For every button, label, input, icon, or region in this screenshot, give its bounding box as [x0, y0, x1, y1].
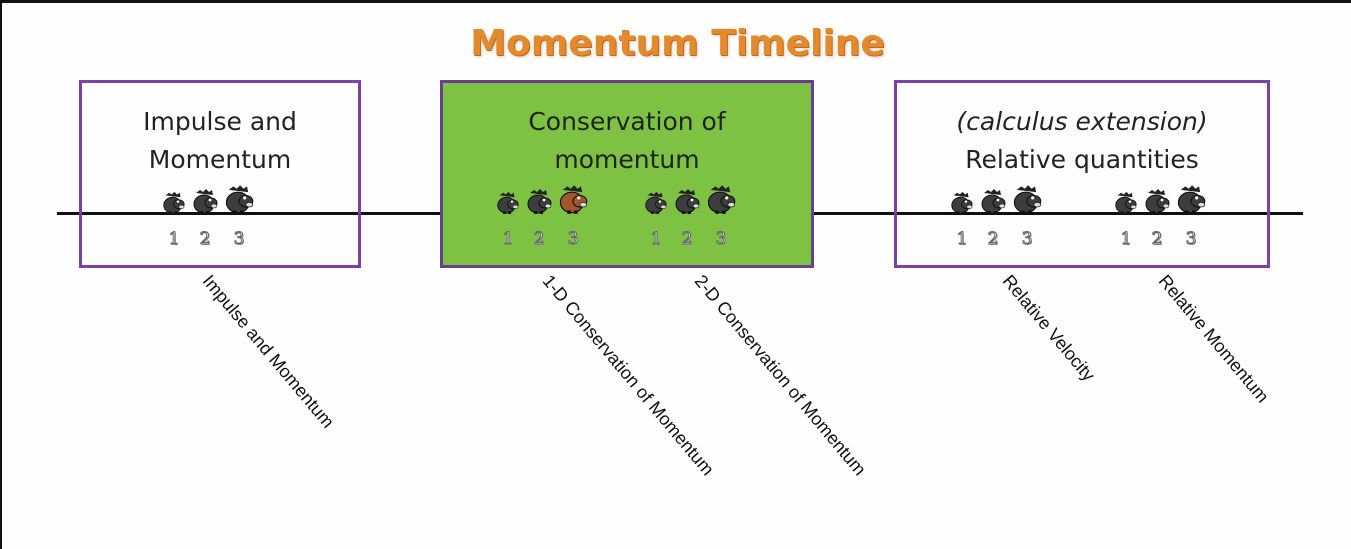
level-number: 2: [987, 229, 999, 250]
level-number: 3: [715, 229, 727, 250]
beaver-icon: [1176, 183, 1206, 220]
beaver-icon: [224, 183, 254, 220]
level-number: 1: [956, 229, 968, 250]
level-number: 1: [650, 229, 662, 250]
level-number: 3: [1185, 229, 1197, 250]
topic-label-text: Relative Velocity: [998, 271, 1099, 386]
beaver-icon: [644, 190, 667, 220]
beaver-icon: [706, 183, 736, 220]
topic-label-text: 1-D Conservation of Momentum: [538, 271, 718, 480]
section-title-line: Conservation of: [528, 107, 726, 136]
beaver-icon: [1114, 190, 1137, 220]
section-title: Impulse and Momentum: [82, 103, 358, 179]
level-number: 2: [533, 229, 545, 250]
level-number: 3: [233, 229, 245, 250]
level-number: 2: [1151, 229, 1163, 250]
beaver-icon: [526, 187, 552, 220]
beaver-icon: [1144, 187, 1170, 220]
section-box-impulse: Impulse and Momentum: [79, 80, 361, 268]
beaver-icon: [496, 190, 519, 220]
level-number: 1: [168, 229, 180, 250]
level-number: 3: [1021, 229, 1033, 250]
topic-label-text: Relative Momentum: [1154, 271, 1273, 407]
slide-title: Momentum Timeline: [470, 23, 885, 64]
level-number: 2: [199, 229, 211, 250]
section-title: Conservation of momentum: [443, 103, 811, 179]
topic-label-text: 2-D Conservation of Momentum: [690, 271, 870, 480]
beaver-icon: [558, 183, 588, 220]
level-number: 2: [681, 229, 693, 250]
level-number: 1: [1120, 229, 1132, 250]
beaver-icon: [1012, 183, 1042, 220]
level-number: 1: [502, 229, 514, 250]
section-box-conservation: Conservation of momentum: [440, 80, 814, 268]
beaver-icon: [980, 187, 1006, 220]
section-title-line: Momentum: [148, 145, 292, 174]
level-number: 3: [567, 229, 579, 250]
section-title-line: Relative quantities: [965, 145, 1199, 174]
section-title-line: Impulse and: [143, 107, 297, 136]
beaver-icon: [950, 190, 973, 220]
beaver-icon: [192, 187, 218, 220]
section-title: (calculus extension) Relative quantities: [897, 103, 1267, 179]
section-title-line: (calculus extension): [956, 107, 1208, 136]
beaver-icon: [674, 187, 700, 220]
section-title-line: momentum: [554, 145, 700, 174]
beaver-icon: [162, 190, 185, 220]
topic-label-text: Impulse and Momentum: [198, 271, 339, 432]
section-box-relative: (calculus extension) Relative quantities: [894, 80, 1270, 268]
